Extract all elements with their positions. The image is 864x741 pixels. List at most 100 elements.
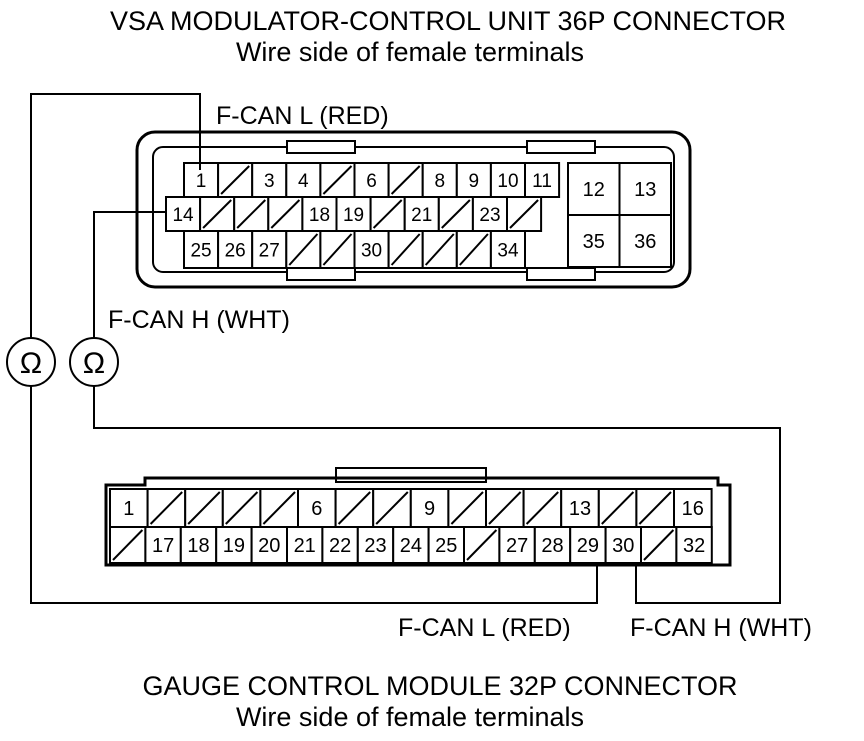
terminal-cell <box>675 526 713 564</box>
wire-fcan-l-gauge <box>30 386 598 604</box>
terminal-empty <box>640 526 678 564</box>
terminal-34: 34 <box>489 230 526 269</box>
terminal-35: 35 <box>567 214 621 268</box>
vsa-connector-subtitle: Wire side of female terminals <box>236 37 584 67</box>
terminal-empty <box>455 230 492 269</box>
gauge-connector-subtitle: Wire side of female terminals <box>236 702 584 732</box>
empty-terminal-slash <box>488 491 522 525</box>
terminal-cell <box>335 196 372 232</box>
terminal-cell <box>353 230 390 269</box>
terminal-36: 36 <box>618 214 672 268</box>
label-gauge-fcan-h: F-CAN H (WHT) <box>630 614 812 642</box>
terminal-number: 21 <box>294 535 316 557</box>
wire-fcan-h-vsa <box>93 211 167 338</box>
terminal-empty <box>319 162 356 198</box>
terminal-number: 23 <box>364 535 386 557</box>
terminal-23: 23 <box>356 526 395 564</box>
terminal-empty <box>267 196 304 232</box>
empty-terminal-slash <box>390 233 421 266</box>
terminal-32: 32 <box>675 526 713 564</box>
terminal-empty <box>146 488 187 528</box>
terminal-number: 9 <box>469 171 480 192</box>
wire-fcan-l-vsa <box>30 93 201 338</box>
terminal-empty <box>447 488 487 528</box>
label-vsa-fcan-h: F-CAN H (WHT) <box>108 306 290 334</box>
terminal-number: 16 <box>682 498 704 520</box>
terminal-18: 18 <box>301 196 338 232</box>
terminal-number: 22 <box>329 535 351 557</box>
terminal-empty <box>463 526 501 564</box>
terminal-cell <box>618 162 672 216</box>
terminal-25: 25 <box>427 526 466 564</box>
gauge-connector-title: GAUGE CONTROL MODULE 32P CONNECTOR <box>142 671 737 701</box>
empty-terminal-slash <box>112 529 144 561</box>
terminal-9: 9 <box>409 488 450 528</box>
terminal-number: 13 <box>634 179 656 201</box>
empty-terminal-slash <box>638 491 672 525</box>
empty-terminal-slash <box>187 491 221 525</box>
terminal-6: 6 <box>297 488 337 528</box>
terminal-empty <box>319 230 356 269</box>
terminal-cell <box>183 230 220 269</box>
terminal-empty <box>334 488 375 528</box>
terminal-23: 23 <box>471 196 508 232</box>
empty-terminal-slash <box>375 491 409 525</box>
terminal-13: 13 <box>560 488 600 528</box>
terminal-12: 12 <box>567 162 621 216</box>
terminal-cell <box>567 162 621 216</box>
terminal-24: 24 <box>392 526 430 564</box>
terminal-number: 10 <box>497 171 518 192</box>
terminal-empty <box>184 488 224 528</box>
terminal-number: 1 <box>196 171 207 192</box>
empty-terminal-slash <box>450 491 484 525</box>
vsa-connector-title: VSA MODULATOR-CONTROL UNIT 36P CONNECTOR <box>110 6 786 36</box>
terminal-13: 13 <box>618 162 672 216</box>
label-vsa-fcan-l: F-CAN L (RED) <box>216 102 389 130</box>
empty-terminal-slash <box>236 199 267 229</box>
terminal-cell <box>215 526 253 564</box>
gauge-lock-tab <box>335 467 487 483</box>
terminal-number: 19 <box>223 535 245 557</box>
terminal-29: 29 <box>569 526 607 564</box>
empty-terminal-slash <box>337 491 371 525</box>
terminal-number: 34 <box>497 241 519 262</box>
terminal-16: 16 <box>673 488 713 528</box>
terminal-empty <box>369 196 406 232</box>
terminal-number: 36 <box>634 231 656 253</box>
terminal-number: 23 <box>479 205 500 226</box>
terminal-20: 20 <box>250 526 289 564</box>
terminal-empty <box>437 196 474 232</box>
terminal-30: 30 <box>604 526 642 564</box>
terminal-cell <box>286 526 324 564</box>
terminal-empty <box>199 196 236 232</box>
terminal-empty <box>597 488 638 528</box>
terminal-9: 9 <box>455 162 492 198</box>
empty-terminal-slash <box>220 165 250 195</box>
gauge-housing <box>104 476 732 567</box>
terminal-1: 1 <box>109 488 149 528</box>
terminal-empty <box>259 488 299 528</box>
terminal-empty <box>522 488 563 528</box>
terminal-25: 25 <box>183 230 220 269</box>
terminal-number: 32 <box>683 535 705 557</box>
terminal-number: 8 <box>434 171 445 192</box>
terminal-number: 35 <box>583 231 605 253</box>
empty-terminal-slash <box>322 233 353 266</box>
vsa-lock-tab <box>286 140 356 154</box>
terminal-empty <box>372 488 412 528</box>
terminal-number: 30 <box>361 241 382 262</box>
terminal-27: 27 <box>498 526 536 564</box>
terminal-number: 14 <box>172 205 194 226</box>
terminal-empty <box>221 488 262 528</box>
terminal-number: 6 <box>366 171 377 192</box>
terminal-21: 21 <box>286 526 324 564</box>
terminal-empty <box>421 230 458 269</box>
terminal-26: 26 <box>217 230 254 269</box>
empty-terminal-slash <box>225 491 259 525</box>
empty-terminal-slash <box>643 529 675 561</box>
empty-terminal-slash <box>601 491 635 525</box>
